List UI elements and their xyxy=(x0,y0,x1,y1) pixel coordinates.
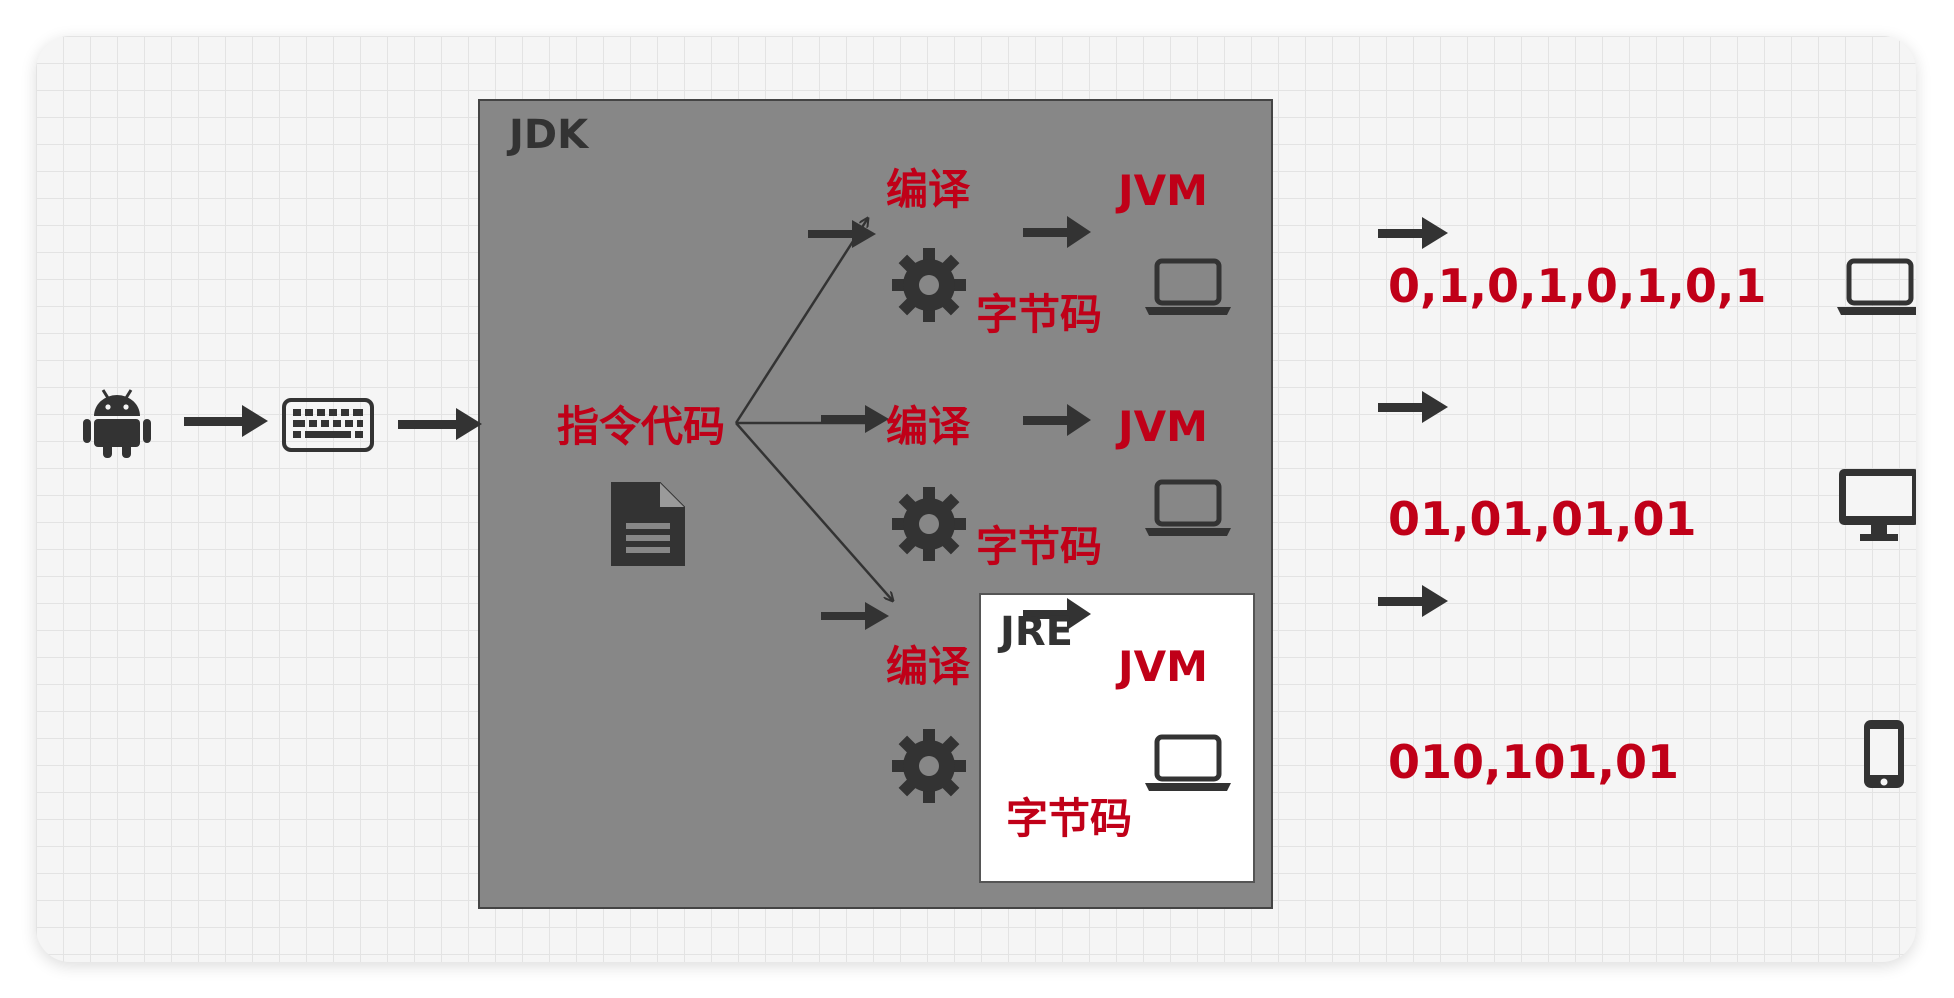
gear-icon xyxy=(892,487,966,561)
arrow-jvm-code-3 xyxy=(1023,598,1091,630)
jvm-label: JVM xyxy=(1118,166,1208,215)
jvm-label: JVM xyxy=(1118,642,1208,691)
arrow-jvm-code-2 xyxy=(1023,404,1091,436)
machine-code-label: 010,101,01 xyxy=(1388,735,1680,789)
arrow-code-device-3 xyxy=(1378,585,1448,617)
arrow-keyboard-document xyxy=(398,408,482,440)
laptop-icon xyxy=(1145,258,1231,315)
mobile-icon xyxy=(1864,720,1904,788)
gear-icon xyxy=(892,729,966,803)
arrow-code-device-1 xyxy=(1378,217,1448,249)
bytecode-label: 字节码 xyxy=(976,522,1103,571)
diagram-canvas: JDK JRE 指令代码 编译 JVM 字节码 0,1,0,1,0,1,0,1 … xyxy=(36,36,1916,962)
machine-code-label: 01,01,01,01 xyxy=(1388,492,1697,546)
bytecode-arrow-3 xyxy=(821,602,889,630)
compile-label: 编译 xyxy=(886,642,971,691)
arrow-android-keyboard xyxy=(184,405,268,437)
connectors xyxy=(184,36,1448,630)
laptop-icon xyxy=(1145,479,1231,536)
jdk-label: JDK xyxy=(509,112,589,158)
compile-label: 编译 xyxy=(886,165,971,214)
monitor-icon xyxy=(1839,469,1916,541)
laptop-icon xyxy=(1837,258,1916,315)
jre-label: JRE xyxy=(1000,609,1074,655)
document-icon xyxy=(611,482,685,566)
keyboard-icon xyxy=(282,398,374,452)
arrow-code-device-2 xyxy=(1378,391,1448,423)
gear-icon xyxy=(892,248,966,322)
bytecode-label: 字节码 xyxy=(976,290,1103,339)
machine-code-label: 0,1,0,1,0,1,0,1 xyxy=(1388,259,1767,313)
jvm-label: JVM xyxy=(1118,402,1208,451)
bytecode-arrow-1 xyxy=(808,220,876,248)
laptop-icon xyxy=(1145,734,1231,791)
arrow-jvm-code-1 xyxy=(1023,216,1091,248)
branch-arrow-3 xyxy=(735,422,893,601)
bytecode-arrow-2 xyxy=(821,405,889,433)
branch-arrow-1 xyxy=(734,218,868,424)
source-code-label: 指令代码 xyxy=(557,402,726,451)
bytecode-label: 字节码 xyxy=(1006,794,1133,843)
android-icon xyxy=(83,389,151,458)
compile-label: 编译 xyxy=(886,402,971,451)
